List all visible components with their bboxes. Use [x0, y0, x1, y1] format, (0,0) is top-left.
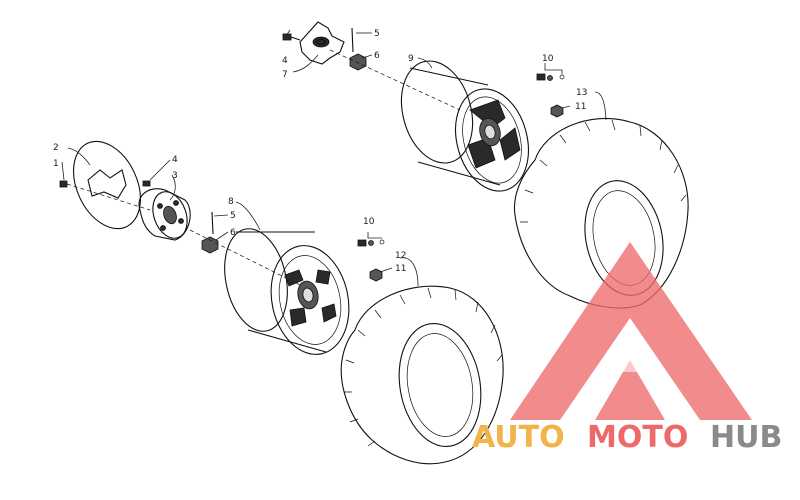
callout-leaders [61, 29, 607, 287]
lower-castle-nut [201, 236, 219, 254]
callout-labels: 4 7 5 6 9 10 11 13 2 1 4 3 8 5 6 10 11 1… [53, 29, 587, 274]
callout-12: 12 [395, 251, 406, 261]
upper-lug-nut [550, 104, 564, 118]
callout-5-upper: 5 [374, 29, 380, 39]
lower-cotter-pin [211, 211, 214, 235]
upper-cotter-pin [351, 27, 354, 53]
automotohub-watermark: AUTO MOTO HUB [472, 242, 782, 455]
upper-castle-nut [349, 53, 367, 71]
callout-5-lower: 5 [230, 211, 236, 221]
lower-valve-stem [357, 239, 385, 247]
callout-10-upper: 10 [542, 54, 554, 64]
watermark-hub: HUB [710, 420, 782, 455]
callout-2: 2 [53, 143, 59, 153]
callout-3: 3 [172, 171, 178, 181]
callout-8: 8 [228, 197, 234, 207]
disc-bolt [59, 180, 68, 188]
callout-1: 1 [53, 159, 59, 169]
watermark-triangle-logo [510, 242, 752, 420]
callout-7: 7 [282, 70, 288, 80]
hub-bolt [142, 180, 151, 187]
brake-disc-assembly [59, 140, 151, 230]
callout-4-upper: 4 [282, 56, 288, 66]
upper-valve-stem [536, 73, 565, 81]
callout-6-lower: 6 [230, 228, 236, 238]
callout-9: 9 [408, 54, 414, 64]
upper-hub-center [312, 36, 330, 48]
callout-11-lower: 11 [395, 264, 406, 274]
callout-6-upper: 6 [374, 51, 380, 61]
upper-rim [400, 60, 529, 192]
lower-rim [224, 228, 350, 355]
watermark-moto: MOTO [587, 420, 688, 455]
watermark-auto: AUTO [472, 420, 565, 455]
upper-hub-assembly [282, 21, 461, 111]
upper-tire [513, 118, 689, 309]
callout-10-lower: 10 [363, 217, 375, 227]
wheel-hub [138, 180, 311, 291]
lower-tire [340, 285, 504, 465]
callout-11-upper: 11 [575, 102, 586, 112]
callout-13: 13 [576, 88, 587, 98]
brake-disc [73, 140, 141, 230]
callout-4-lower: 4 [172, 155, 178, 165]
upper-hub-plate [299, 21, 345, 65]
lower-rim-spokes [284, 269, 337, 327]
lower-lug-nut [369, 268, 383, 282]
